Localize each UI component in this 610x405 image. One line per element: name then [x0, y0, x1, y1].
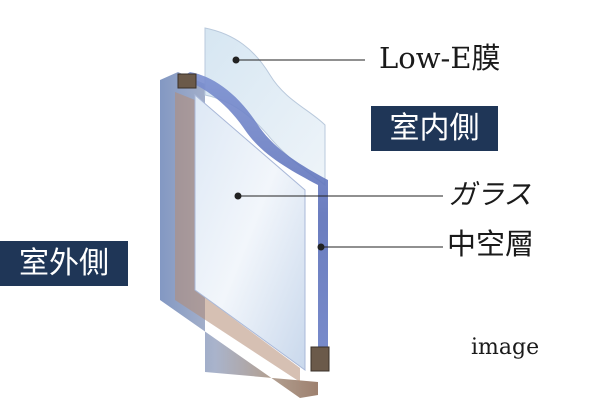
frame-inner-shadow	[175, 92, 300, 382]
glass-pane	[194, 93, 306, 371]
leader-air-layer-dot	[317, 243, 325, 251]
air-layer-label: 中空層	[447, 227, 535, 261]
leader-glass-dot	[234, 192, 242, 200]
spacer-top	[177, 73, 197, 89]
outdoor-side-label: 室外側	[0, 241, 128, 286]
spacer-bottom	[310, 346, 330, 372]
indoor-side-label: 室内側	[371, 106, 498, 151]
low-e-film-label: Low-E膜	[379, 41, 501, 75]
glass-label: ガラス	[448, 178, 532, 211]
glass-edge	[180, 72, 328, 365]
image-note: image	[471, 335, 540, 360]
leader-low-e-dot	[232, 56, 240, 64]
